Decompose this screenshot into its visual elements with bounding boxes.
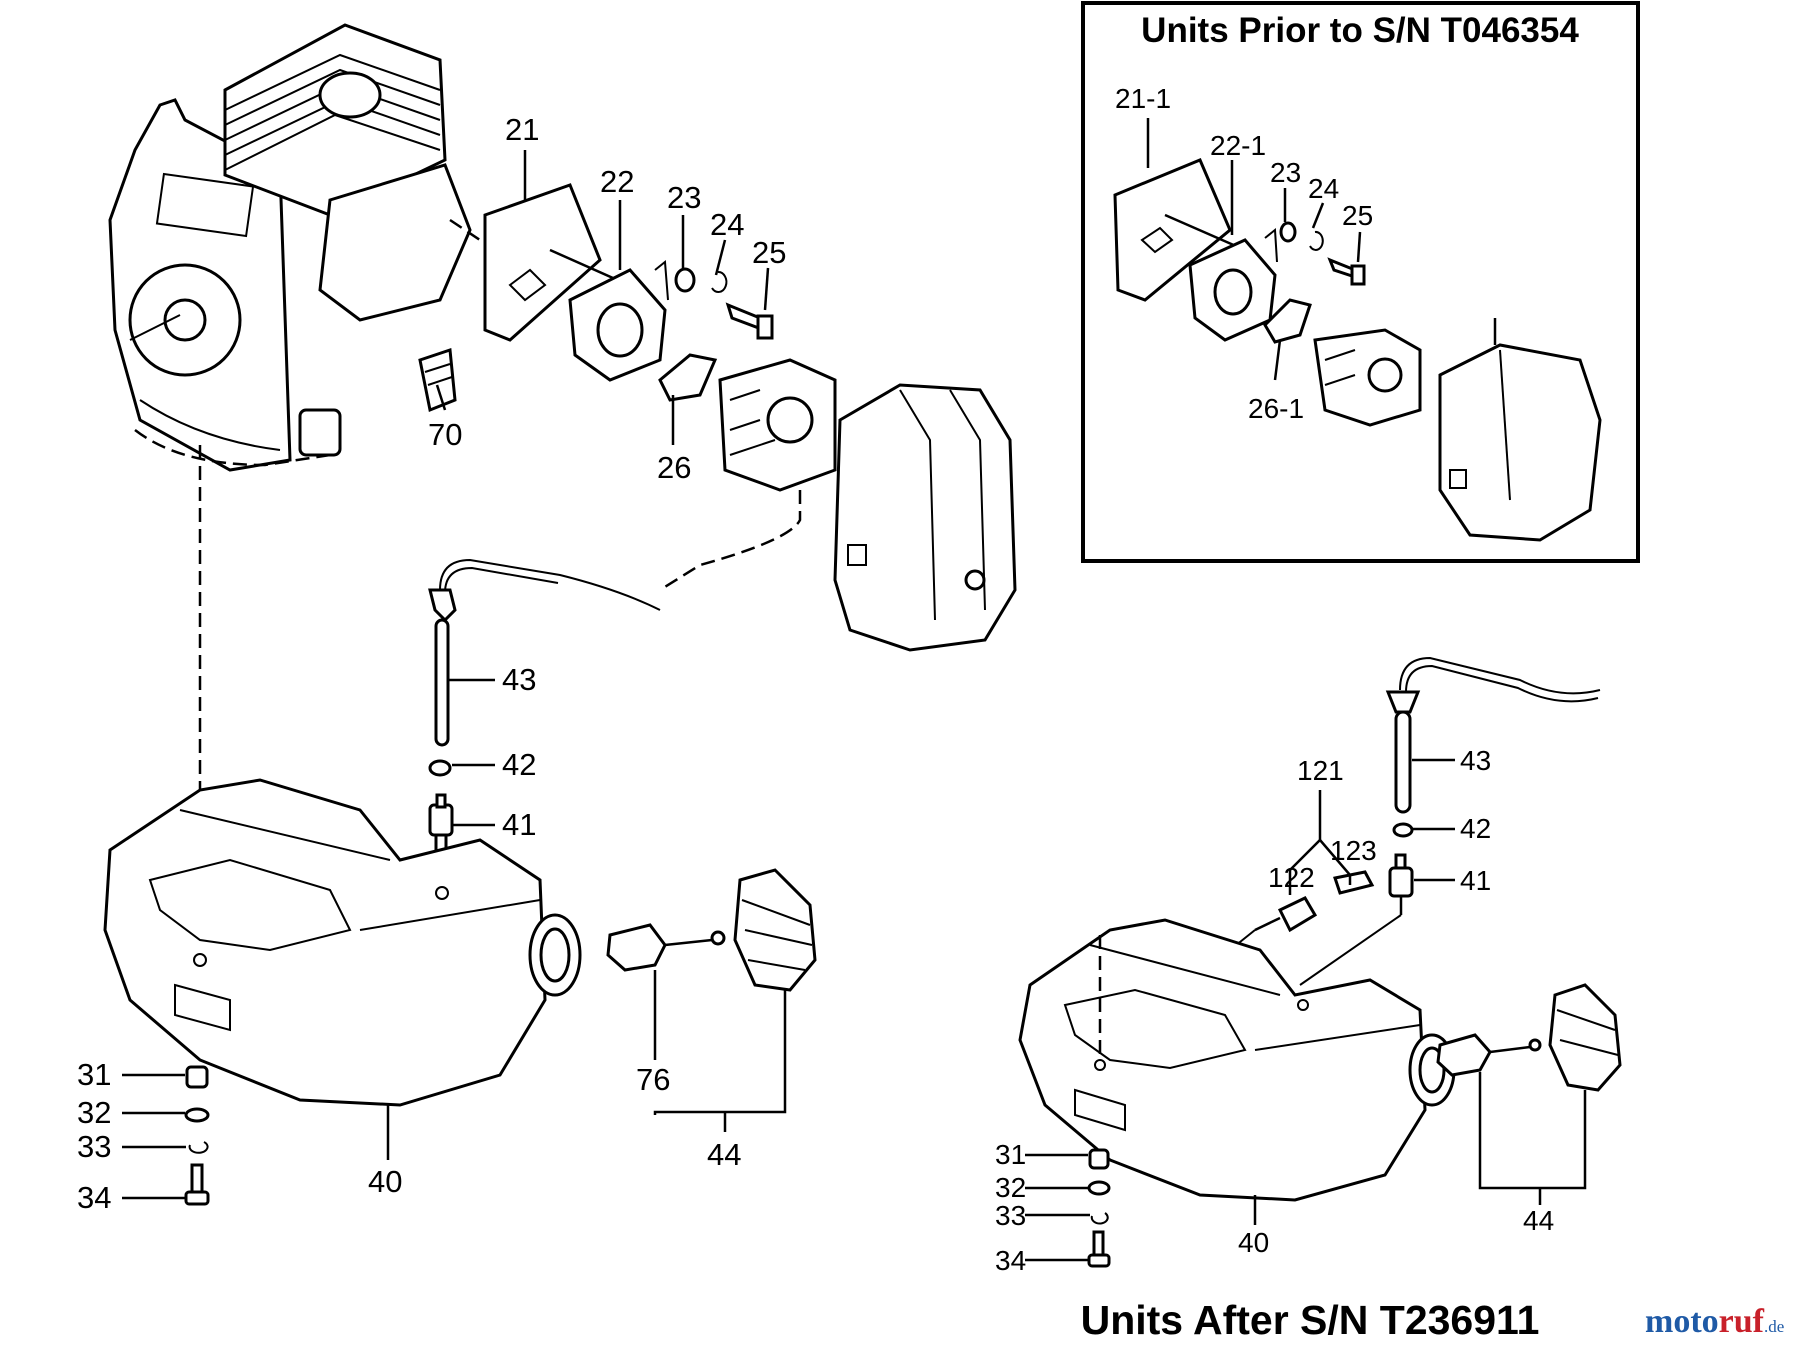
tank-fasteners-after — [1087, 1148, 1111, 1268]
inset-parts — [1113, 158, 1602, 542]
primer-and-cap-after — [1436, 983, 1622, 1092]
label-31: 31 — [77, 1057, 111, 1092]
primer-and-cap-main — [606, 868, 817, 992]
inset-label-23: 23 — [1270, 157, 1301, 188]
part-22-insulator — [568, 260, 669, 382]
after-label-44: 44 — [1523, 1205, 1554, 1236]
label-25: 25 — [752, 235, 786, 270]
part-70-clip — [418, 347, 457, 413]
label-33: 33 — [77, 1129, 111, 1164]
inset-label-26-1: 26-1 — [1248, 393, 1304, 424]
part-42-41 — [428, 759, 454, 853]
after-label-43: 43 — [1460, 745, 1491, 776]
fuel-line — [428, 558, 661, 747]
after-fuel-line — [1385, 656, 1601, 838]
inset-label-24: 24 — [1308, 173, 1339, 204]
label-24: 24 — [710, 207, 744, 242]
engine-assembly — [108, 23, 481, 472]
inset-frame — [1081, 1, 1640, 563]
watermark-logo: motoruf.de — [1645, 1303, 1784, 1340]
label-22: 22 — [600, 164, 634, 199]
air-cleaner-cover — [833, 383, 1017, 652]
after-label-121: 121 — [1297, 755, 1344, 786]
after-label-122: 122 — [1268, 862, 1315, 893]
inset-label-25: 25 — [1342, 200, 1373, 231]
label-21: 21 — [505, 112, 539, 147]
leader-lines — [122, 118, 1587, 1262]
after-label-32: 32 — [995, 1172, 1026, 1203]
inset-label-22-1: 22-1 — [1210, 130, 1266, 161]
watermark-part1: moto — [1645, 1303, 1719, 1340]
watermark-part2: ruf — [1719, 1303, 1765, 1340]
after-label-123: 123 — [1330, 835, 1377, 866]
label-43: 43 — [502, 662, 536, 697]
after-label-41: 41 — [1460, 865, 1491, 896]
label-23: 23 — [667, 180, 701, 215]
label-41: 41 — [502, 807, 536, 842]
after-vent-parts — [1229, 853, 1414, 986]
after-label-31: 31 — [995, 1139, 1026, 1170]
label-40: 40 — [368, 1164, 402, 1199]
label-70: 70 — [428, 417, 462, 452]
part-26-gasket — [658, 353, 718, 402]
label-26: 26 — [657, 450, 691, 485]
after-label-42: 42 — [1460, 813, 1491, 844]
label-32: 32 — [77, 1095, 111, 1130]
inset-title: Units Prior to S/N T046354 — [1141, 11, 1579, 50]
fuel-tank-main — [103, 778, 582, 1107]
watermark-tld: .de — [1764, 1317, 1784, 1336]
after-label-34: 34 — [995, 1245, 1026, 1276]
carburetor — [659, 358, 837, 592]
label-34: 34 — [77, 1180, 111, 1215]
fuel-tank-after — [1018, 918, 1456, 1202]
svg-text:motoruf.de: motoruf.de — [1645, 1303, 1784, 1340]
after-label-33: 33 — [995, 1200, 1026, 1231]
label-76: 76 — [636, 1062, 670, 1097]
label-44: 44 — [707, 1137, 741, 1172]
label-42: 42 — [502, 747, 536, 782]
tank-fasteners-main — [184, 1065, 210, 1206]
inset-label-21-1: 21-1 — [1115, 83, 1171, 114]
parts-23-24-25 — [674, 267, 774, 340]
after-label-40: 40 — [1238, 1227, 1269, 1258]
after-title: Units After S/N T236911 — [1081, 1297, 1540, 1343]
